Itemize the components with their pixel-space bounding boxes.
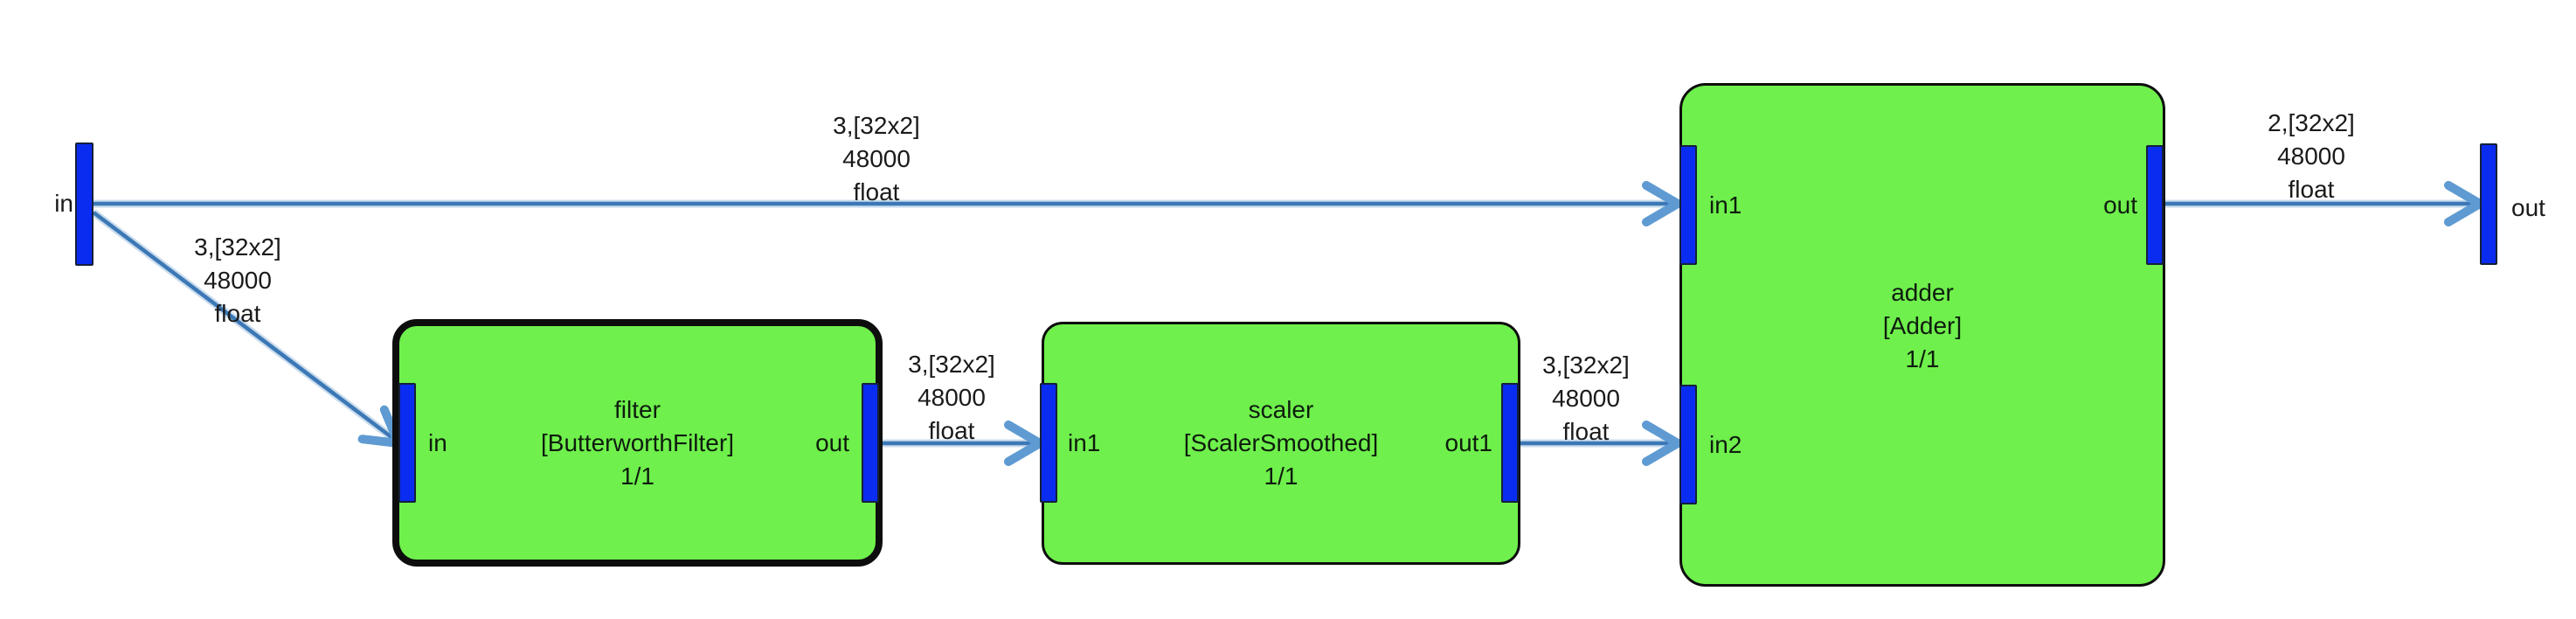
edge-in-to-adder-in1[interactable] — [93, 181, 1682, 226]
port-scaler-out1[interactable] — [1501, 383, 1519, 503]
port-adder-out[interactable] — [2146, 145, 2164, 265]
edge-adder-out-to-out[interactable] — [2164, 181, 2484, 226]
port-filter-out-label: out — [815, 429, 849, 456]
block-scaler-rate: 1/1 — [1264, 463, 1298, 490]
output-terminal-label: out — [2511, 194, 2545, 221]
block-adder[interactable]: adder [Adder] 1/1 — [1679, 83, 2165, 587]
block-adder-type: [Adder] — [1882, 312, 1963, 339]
block-adder-rate: 1/1 — [1905, 345, 1940, 372]
port-scaler-in1-label: in1 — [1068, 429, 1101, 456]
port-filter-in-label: in — [428, 429, 447, 456]
output-terminal-port[interactable] — [2480, 143, 2497, 265]
block-filter-name: filter — [614, 395, 661, 423]
edge-scaler-out1-to-adder-in2[interactable] — [1519, 421, 1682, 466]
port-adder-out-label: out — [2103, 191, 2137, 219]
port-scaler-in1[interactable] — [1040, 383, 1057, 503]
edge-in-to-filter-in[interactable] — [91, 209, 403, 448]
block-filter-label: filter [ButterworthFilter] 1/1 — [541, 393, 734, 493]
port-adder-in2-label: in2 — [1709, 431, 1742, 458]
port-adder-in2[interactable] — [1679, 385, 1697, 504]
block-adder-label: adder [Adder] 1/1 — [1883, 276, 1962, 376]
input-terminal-port[interactable] — [75, 143, 93, 266]
port-scaler-out1-label: out1 — [1444, 429, 1493, 456]
block-filter-type: [ButterworthFilter] — [541, 428, 734, 456]
block-scaler-name: scaler — [1248, 396, 1314, 423]
block-scaler[interactable]: scaler [ScalerSmoothed] 1/1 — [1042, 322, 1520, 565]
port-filter-out[interactable] — [862, 383, 879, 503]
block-scaler-label: scaler [ScalerSmoothed] 1/1 — [1184, 393, 1379, 493]
arrowhead-icon — [1642, 421, 1682, 466]
block-scaler-type: [ScalerSmoothed] — [1183, 429, 1379, 456]
input-terminal-label: in — [54, 190, 73, 217]
block-filter[interactable]: filter [ButterworthFilter] 1/1 — [392, 319, 883, 567]
block-filter-rate: 1/1 — [620, 462, 654, 490]
edge-filter-out-to-scaler-in1[interactable] — [879, 421, 1044, 466]
port-adder-in1-label: in1 — [1709, 191, 1742, 219]
block-adder-name: adder — [1891, 279, 1954, 306]
arrowhead-icon — [1642, 181, 1682, 226]
port-adder-in1[interactable] — [1679, 145, 1697, 265]
port-filter-in[interactable] — [398, 383, 416, 503]
